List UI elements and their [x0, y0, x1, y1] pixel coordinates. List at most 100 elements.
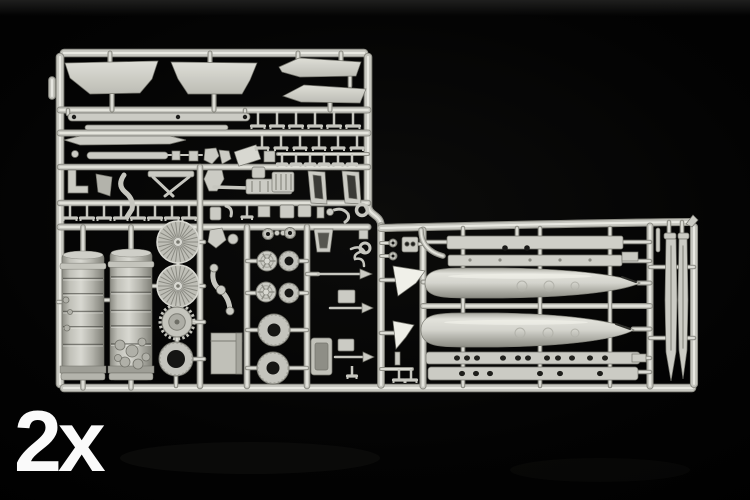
- pylon-strip-3-notch: [602, 355, 608, 361]
- plate-c: [337, 289, 356, 304]
- flat-strip: [86, 151, 169, 160]
- box-3d: [233, 144, 262, 167]
- drop-tank-2-highlight: [444, 319, 588, 325]
- tire-ring-tread: [159, 342, 193, 376]
- wheel-hub-small-2-hole: [288, 231, 292, 235]
- engine-nacelle-left: [61, 252, 105, 381]
- turbofan-disc-1-blade: [170, 246, 177, 261]
- disc-b-tread: [389, 252, 397, 260]
- turbofan-disc-2-blade: [182, 287, 196, 296]
- turbofan-disc-1-blade: [162, 245, 175, 256]
- wing-fence-2: [392, 320, 415, 350]
- pylon-strip-4-notch: [597, 370, 603, 377]
- drop-tank-1-highlight: [448, 273, 592, 279]
- pylon-strip-4: [427, 366, 639, 381]
- hole-plate: [401, 236, 419, 253]
- main-tire-2-hole: [266, 361, 280, 375]
- pin-disc-1: [274, 230, 280, 236]
- duct-shadow-2: [346, 174, 358, 200]
- drop-tank-2-panel-mark: [570, 328, 580, 338]
- strip2-notch-dots: [528, 258, 532, 262]
- gear-ring-center: [174, 319, 180, 325]
- nozzle-horn: [207, 227, 227, 249]
- engine-nacelle-right-greeble: [137, 337, 147, 347]
- turbofan-disc-2-blade: [182, 280, 198, 286]
- wing-panel-1: [64, 60, 159, 95]
- main-tire-2-tread: [257, 352, 289, 384]
- pylon-strip-3-notch: [515, 355, 521, 361]
- engine-nacelle-right-greeble: [114, 354, 122, 362]
- turbofan-disc-1-blade: [158, 242, 174, 248]
- tire-ring-hole: [167, 350, 185, 368]
- turbofan-disc-2-blade: [158, 286, 174, 292]
- engine-nacelle-right-cap: [110, 248, 152, 258]
- ring-small: [358, 241, 372, 255]
- runner: [379, 220, 692, 230]
- sprue-rails: [48, 48, 699, 393]
- pylon-strip-3-notch: [569, 355, 575, 361]
- drop-tank-1-panel-mark: [516, 280, 528, 292]
- disc-b-hole: [391, 254, 395, 258]
- plate-hole-1: [404, 241, 410, 247]
- rack-leg-2: [163, 175, 191, 198]
- turbofan-disc-2-blade: [178, 266, 181, 281]
- pylon-strip-4-notch: [473, 370, 479, 377]
- gun-barrel: [212, 185, 250, 190]
- engine-nacelle-left-greeble: [67, 309, 73, 315]
- cone-tip-2: [361, 302, 374, 314]
- spar-holes: [71, 114, 77, 120]
- clamp-b: [218, 149, 232, 165]
- turbofan-disc-1-blade: [175, 247, 178, 262]
- strip2-tab: [621, 251, 639, 262]
- box-side-shade: [235, 332, 243, 375]
- turbofan-disc-1-blade: [182, 242, 198, 248]
- fin-flag: [95, 173, 113, 197]
- engine-nacelle-right-collar: [107, 261, 155, 268]
- turbofan-disc-2-blade: [175, 266, 178, 281]
- engine-nacelle-right-greeble: [114, 339, 126, 351]
- gear-ring-teeth: [158, 303, 196, 341]
- small-disc: [71, 150, 79, 158]
- fuselage-spine: [62, 135, 187, 146]
- turbofan-disc-2-blade: [160, 276, 174, 285]
- main-tire-1-hole: [267, 323, 281, 337]
- cone-tip-3: [362, 351, 375, 363]
- turbofan-disc-2-blade: [175, 291, 178, 306]
- duct-shadow-1: [312, 174, 324, 200]
- drop-tank-2-panel-mark: [514, 327, 526, 339]
- turbofan-disc-2-blade: [180, 269, 190, 282]
- drop-tank-2: [420, 312, 635, 348]
- thin-rod: [84, 124, 229, 131]
- turbofan-disc-2-blade: [180, 290, 190, 303]
- engine-nacelle-left-collar: [59, 262, 107, 270]
- pylon-strip-4-notch: [487, 370, 493, 377]
- sprue-parts: [59, 57, 699, 385]
- square-c: [358, 229, 369, 240]
- turbofan-disc-1-blade: [181, 228, 194, 239]
- seat-shadow: [314, 342, 329, 371]
- wheel-spoked-2-hub: [262, 288, 270, 296]
- turbofan-disc-1-blade: [180, 225, 190, 238]
- turbofan-disc-1-blade: [162, 228, 175, 239]
- turbofan-disc-1-blade: [175, 222, 178, 237]
- strip1-notches: [524, 245, 530, 251]
- pylon-strip-3-notch: [464, 355, 470, 361]
- pylon-strip-4-notch: [537, 370, 543, 377]
- hook-small: [224, 204, 233, 218]
- stem-tiny: [394, 351, 401, 366]
- pin-dot: [326, 208, 334, 216]
- cone-tip-1: [359, 268, 373, 280]
- pylon-strip-1: [446, 235, 624, 250]
- plate-a: [279, 204, 295, 219]
- quantity-label: 2x: [14, 394, 106, 490]
- engine-nacelle-left-greeble: [63, 324, 71, 332]
- turbofan-disc-2-blade: [170, 267, 177, 282]
- spar-holes: [175, 114, 181, 120]
- turbofan-disc-2-blade: [182, 286, 198, 292]
- engine-nacelle-left-flange: [59, 365, 107, 374]
- turbofan-disc-2-hub-dot: [176, 284, 180, 288]
- turbofan-disc-1-hub-dot: [176, 240, 180, 244]
- turbofan-disc-1-blade: [179, 223, 186, 238]
- turbofan-disc-2-blade: [179, 267, 186, 282]
